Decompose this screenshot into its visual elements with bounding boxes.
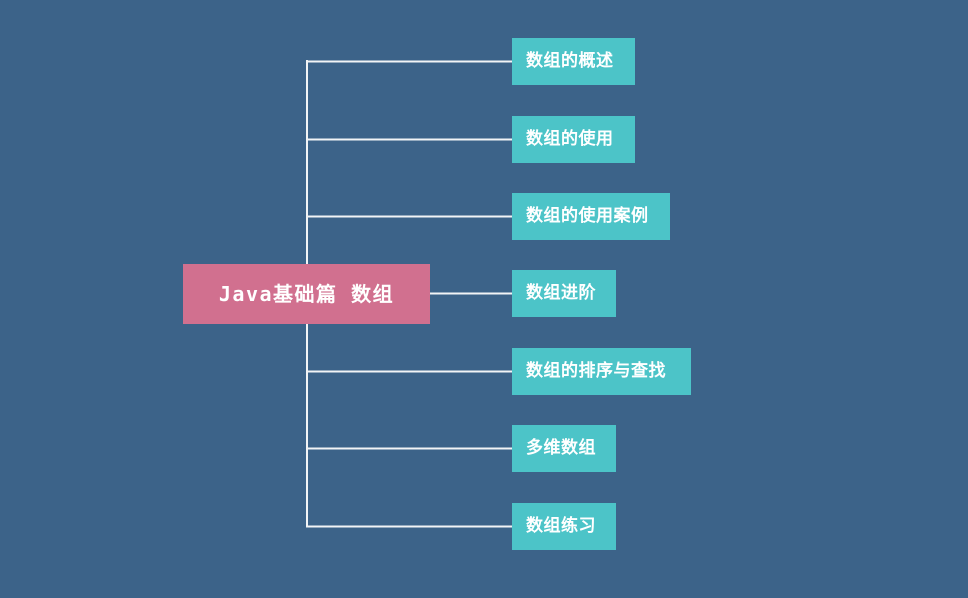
leaf-node-label: 数组的概述 [526, 51, 614, 71]
leaf-node-1[interactable]: 数组的概述 [512, 38, 635, 85]
leaf-node-7[interactable]: 数组练习 [512, 503, 616, 550]
root-node[interactable]: Java基础篇 数组 [183, 264, 430, 324]
leaf-node-5[interactable]: 数组的排序与查找 [512, 348, 691, 395]
root-node-label: Java基础篇 数组 [218, 282, 395, 306]
leaf-node-4[interactable]: 数组进阶 [512, 270, 616, 317]
leaf-node-label: 数组的排序与查找 [526, 361, 666, 381]
leaf-node-label: 数组的使用 [526, 129, 614, 149]
leaf-node-label: 数组进阶 [526, 283, 596, 303]
leaf-node-3[interactable]: 数组的使用案例 [512, 193, 670, 240]
leaf-node-label: 数组练习 [526, 516, 596, 536]
leaf-node-label: 数组的使用案例 [526, 206, 649, 226]
leaf-node-label: 多维数组 [526, 438, 596, 458]
leaf-node-2[interactable]: 数组的使用 [512, 116, 635, 163]
leaf-node-6[interactable]: 多维数组 [512, 425, 616, 472]
